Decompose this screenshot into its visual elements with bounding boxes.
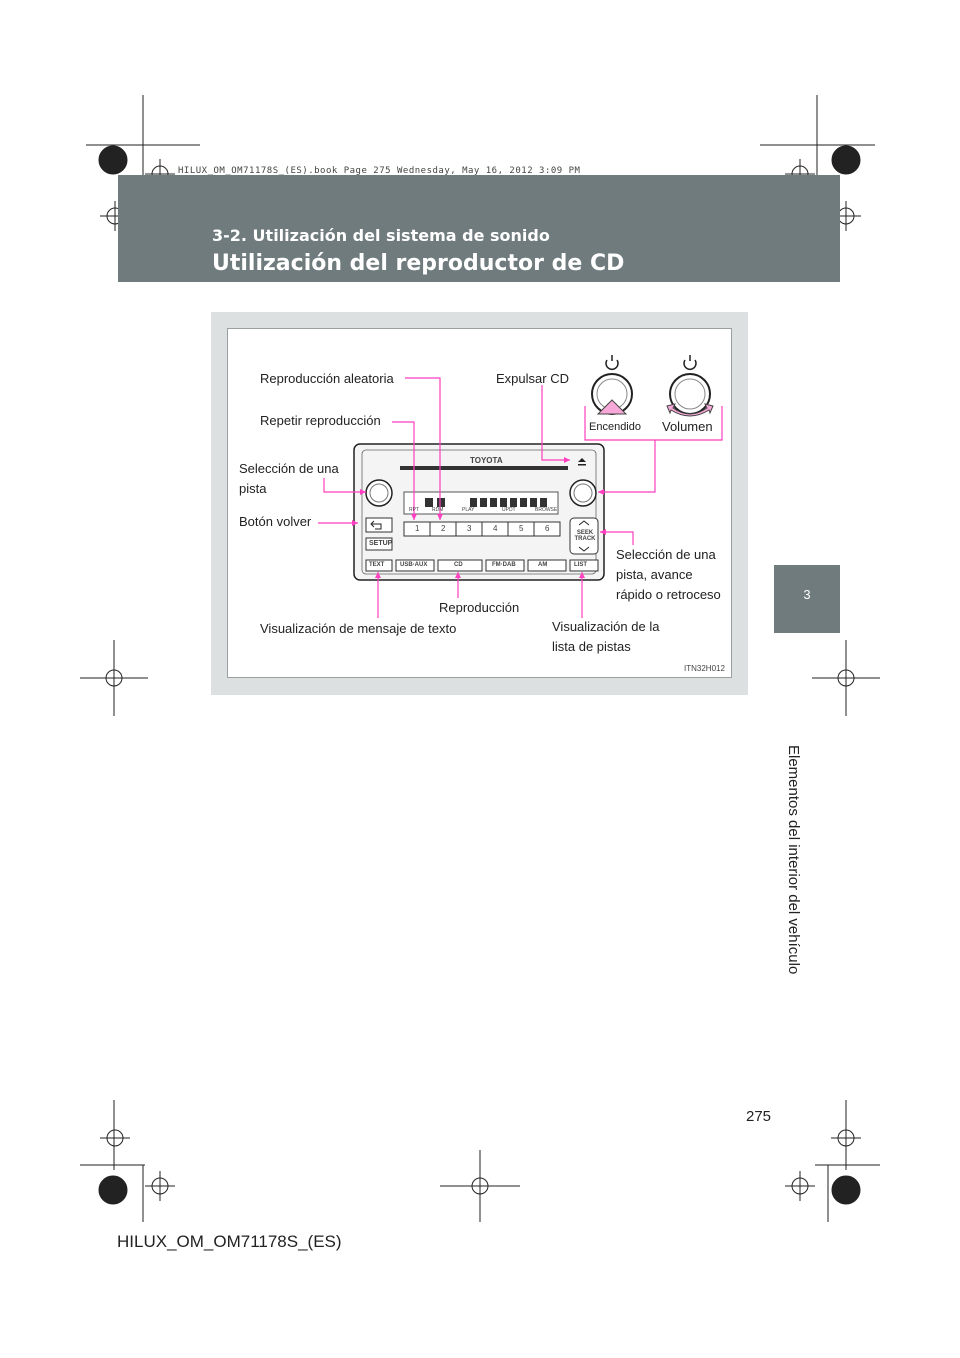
seek-track-button xyxy=(569,517,599,555)
cd-slot xyxy=(400,466,568,470)
callout-back-button: Botón volver xyxy=(239,514,312,529)
callout-list-display: Visualización de la lista de pistas xyxy=(552,619,660,654)
press-arrow-icon xyxy=(596,399,628,415)
callout-play: Reproducción xyxy=(439,600,520,615)
usb-aux-button-label: USB·AUX xyxy=(400,562,428,568)
cd-button-label: CD xyxy=(454,562,463,568)
list-button-label: LIST xyxy=(574,562,587,568)
volume-knob-zoom xyxy=(666,355,714,417)
callout-seek: Selección de una pista, avance rápido o … xyxy=(616,547,721,602)
preset-3: 3 xyxy=(467,524,472,533)
page-title: Utilización del reproductor de CD xyxy=(212,251,625,276)
radio-brand: TOYOTA xyxy=(470,456,503,465)
callout-eject-cd: Expulsar CD xyxy=(496,371,569,386)
footer-code: HILUX_OM_OM71178S_(ES) xyxy=(117,1232,342,1251)
preset-1: 1 xyxy=(415,524,420,533)
display-browse: BROWSE xyxy=(535,507,558,513)
fm-dab-button-label: FM·DAB xyxy=(492,562,516,568)
setup-label: SETUP xyxy=(369,540,393,547)
preset-6: 6 xyxy=(545,524,550,533)
text-button-label: TEXT xyxy=(369,562,385,568)
power-knob-zoom xyxy=(591,355,633,415)
setup-button xyxy=(365,537,393,551)
preset-4: 4 xyxy=(493,524,498,533)
book-file-line: HILUX_OM_OM71178S_(ES).book Page 275 Wed… xyxy=(178,166,581,176)
section-subtitle: 3-2. Utilización del sistema de sonido xyxy=(212,226,550,245)
chapter-tab-number: 3 xyxy=(774,565,840,633)
power-icon xyxy=(605,355,619,370)
display-rdm: RDM xyxy=(432,507,444,513)
callout-repeat-play: Repetir reproducción xyxy=(260,413,381,428)
callout-leaders xyxy=(318,377,723,618)
am-button-label: AM xyxy=(538,562,548,568)
page-number: 275 xyxy=(746,1108,772,1125)
callout-text-display: Visualización de mensaje de texto xyxy=(260,621,457,636)
rotate-arrow-icon xyxy=(666,403,714,417)
seek-track-label: SEEK TRACK xyxy=(574,530,596,542)
power-icon xyxy=(683,355,697,370)
callout-track-select: Selección de una pista xyxy=(239,461,339,496)
preset-5: 5 xyxy=(519,524,524,533)
display-rpt: RPT xyxy=(409,507,419,513)
callout-power: Encendido xyxy=(589,421,641,433)
section-header xyxy=(118,175,840,282)
back-button xyxy=(365,517,393,533)
callout-random-play: Reproducción aleatoria xyxy=(260,371,394,386)
callout-volume: Volumen xyxy=(662,419,713,434)
display-play: PLAY xyxy=(462,507,475,513)
display-updt: UPDT xyxy=(502,507,516,513)
preset-2: 2 xyxy=(441,524,446,533)
figure-code: ITN32H012 xyxy=(684,664,725,673)
